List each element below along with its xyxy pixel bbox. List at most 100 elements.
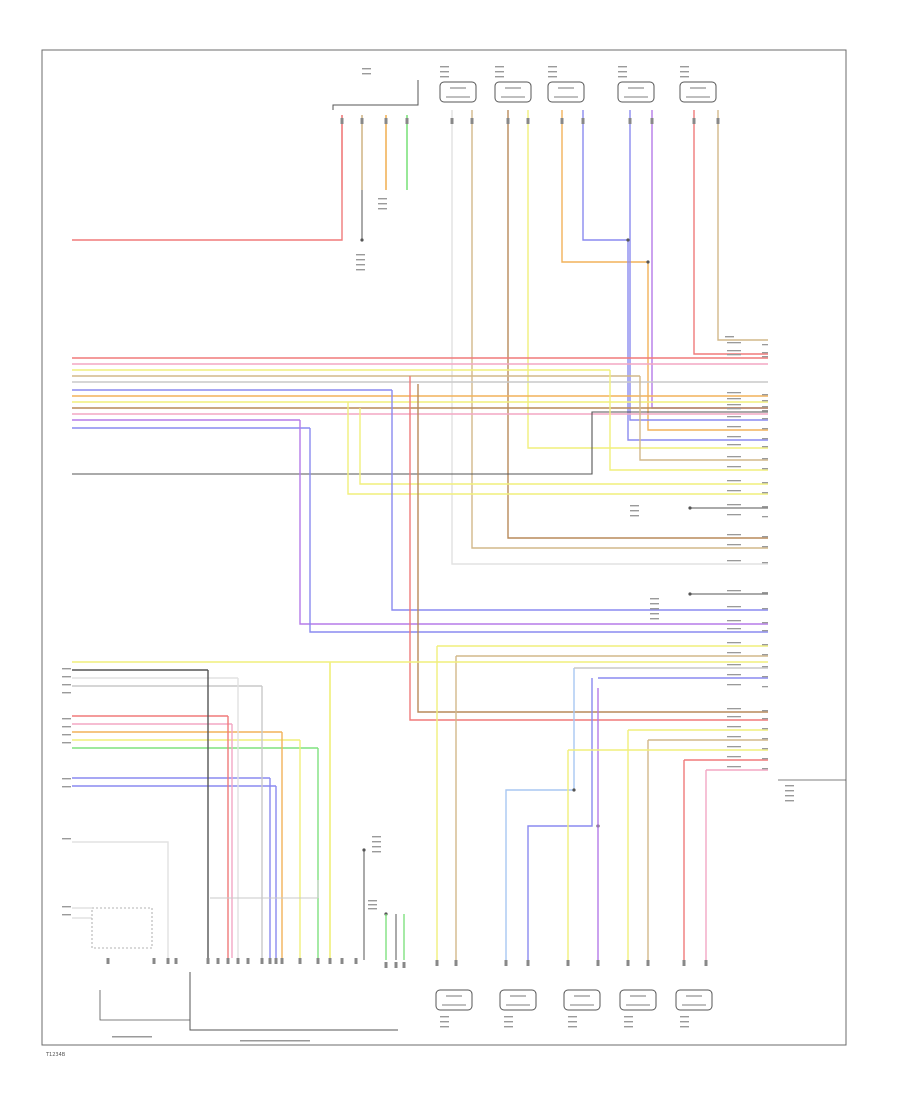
- terminal-label: [727, 466, 741, 468]
- terminal-label: [727, 436, 741, 438]
- terminal-label: [727, 490, 741, 492]
- speaker-body: [617, 81, 655, 103]
- module-label: [112, 1036, 152, 1038]
- label-mark: [785, 795, 794, 797]
- wire-13: [629, 110, 768, 421]
- terminal-number: [762, 654, 768, 656]
- wire-45: [505, 668, 575, 960]
- terminal-number: [762, 482, 768, 484]
- label-mark: [62, 778, 71, 780]
- terminal-label: [727, 628, 741, 630]
- terminal-number: [762, 738, 768, 740]
- label-mark: [504, 1026, 513, 1028]
- label-mark: [680, 66, 689, 68]
- connector-pin: [596, 960, 600, 966]
- terminal-label: [727, 620, 741, 622]
- label-marks: [680, 1016, 689, 1028]
- wire-7: [451, 110, 768, 565]
- label-marks: [568, 1016, 577, 1028]
- label-mark: [785, 800, 794, 802]
- label-mark: [495, 76, 504, 78]
- label-marks: [62, 668, 71, 694]
- label-marks: [440, 66, 449, 78]
- label-marks: [548, 66, 557, 78]
- terminal-number: [762, 344, 768, 346]
- terminal-label: [727, 408, 741, 410]
- terminal-label: [727, 674, 741, 676]
- label-mark: [440, 1016, 449, 1018]
- terminal-number: [762, 758, 768, 760]
- label-mark: [62, 692, 71, 694]
- connector-pin: [526, 118, 530, 124]
- speaker-symbol: [494, 81, 532, 103]
- label-mark: [548, 71, 557, 73]
- label-marks: [618, 66, 627, 78]
- label-mark: [378, 198, 387, 200]
- speaker-symbol: [619, 989, 657, 1011]
- terminal-number: [762, 400, 768, 402]
- connector-pin: [384, 962, 388, 968]
- label-marks: [368, 900, 377, 910]
- label-marks: [62, 778, 71, 788]
- label-mark: [62, 914, 71, 916]
- wire-layer: [72, 110, 768, 960]
- connector-pin: [340, 958, 344, 964]
- label-marks: [440, 1016, 449, 1028]
- terminal-label: [727, 684, 741, 686]
- terminal-number: [762, 592, 768, 594]
- connector-pin: [450, 118, 454, 124]
- top-module-outline: [332, 80, 419, 110]
- wire-5: [72, 190, 343, 241]
- label-mark: [618, 71, 627, 73]
- label-mark: [495, 66, 504, 68]
- connector-pin: [394, 962, 398, 968]
- connector-pin: [354, 958, 358, 964]
- connector-pin-layer: [106, 118, 720, 968]
- label-mark: [624, 1016, 633, 1018]
- terminal-number: [762, 458, 768, 460]
- terminal-number: [762, 468, 768, 470]
- terminal-number: [762, 536, 768, 538]
- terminal-label: [727, 756, 741, 758]
- connector-pin: [716, 118, 720, 124]
- label-mark: [495, 71, 504, 73]
- wire-37: [409, 376, 768, 721]
- connector-pin: [298, 958, 302, 964]
- junction-box-outline: [189, 972, 398, 1031]
- terminal-label: [727, 652, 741, 654]
- terminal-number: [762, 718, 768, 720]
- label-mark: [568, 1026, 577, 1028]
- terminal-label: [727, 456, 741, 458]
- label-mark: [680, 1016, 689, 1018]
- label-mark: [650, 618, 659, 620]
- label-marks: [624, 1016, 633, 1028]
- terminal-number: [762, 352, 768, 354]
- label-mark: [650, 613, 659, 615]
- speaker-body: [675, 989, 713, 1011]
- label-mark: [372, 841, 381, 843]
- wire-32: [609, 370, 768, 471]
- connector-pin: [206, 958, 210, 964]
- wire-35: [309, 428, 768, 633]
- terminal-number: [762, 608, 768, 610]
- terminal-label: [727, 534, 741, 536]
- speaker-symbol: [547, 81, 585, 103]
- label-mark: [368, 908, 377, 910]
- terminal-number: [762, 428, 768, 430]
- label-mark: [440, 1026, 449, 1028]
- terminal-label: [727, 514, 741, 516]
- label-mark: [440, 66, 449, 68]
- diagram-frame: [41, 49, 847, 1046]
- terminal-number: [762, 686, 768, 688]
- terminal-label: [727, 416, 741, 418]
- label-mark: [368, 904, 377, 906]
- terminal-label: [727, 746, 741, 748]
- speaker-symbol: [617, 81, 655, 103]
- speaker-symbol: [499, 989, 537, 1011]
- connector-pin: [340, 118, 344, 124]
- component-layer: [62, 66, 846, 1042]
- control-module-box: [91, 907, 153, 949]
- terminal-number: [762, 406, 768, 408]
- label-marks: [372, 836, 381, 853]
